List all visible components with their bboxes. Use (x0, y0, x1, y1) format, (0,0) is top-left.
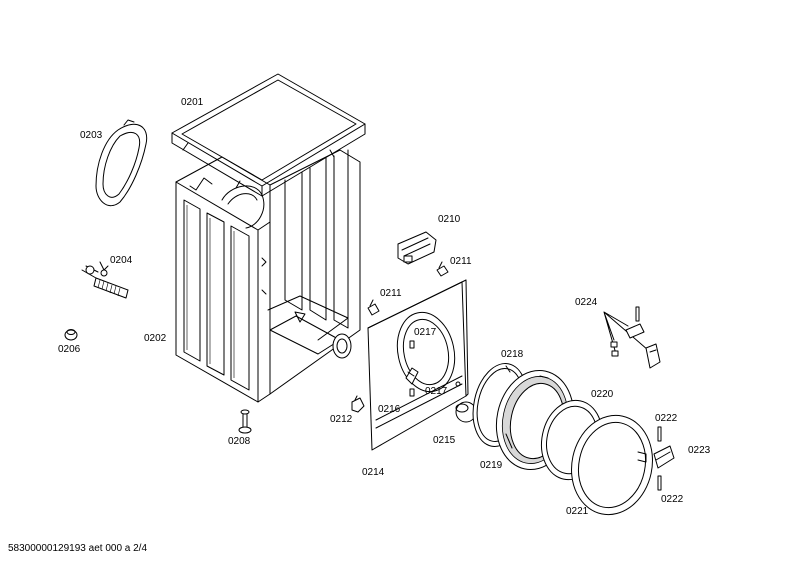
label-0222-upper: 0222 (655, 413, 678, 424)
part-0210-door-lock[interactable] (397, 231, 437, 265)
part-0212-hinge[interactable] (351, 395, 365, 413)
label-0204: 0204 (110, 255, 133, 266)
label-0208: 0208 (228, 436, 251, 447)
document-reference: 58300000129193 aet 000 a 2/4 (8, 543, 148, 554)
label-0220: 0220 (591, 389, 614, 400)
part-0221-outer-door-ring[interactable] (562, 408, 661, 522)
part-0202-cabinet[interactable] (175, 149, 361, 403)
part-0217-insert-upper[interactable] (409, 340, 415, 349)
part-0208-adjustable-foot[interactable] (238, 409, 252, 434)
label-0223: 0223 (688, 445, 711, 456)
part-0223-hinge[interactable] (653, 445, 675, 469)
label-0201: 0201 (181, 97, 204, 108)
label-0203: 0203 (80, 130, 103, 141)
part-0217-insert-lower[interactable] (409, 388, 415, 397)
label-0206: 0206 (58, 344, 81, 355)
label-0211-lower: 0211 (380, 288, 402, 299)
part-0216-latch[interactable] (405, 367, 419, 385)
part-0224-handle-kit[interactable] (603, 306, 661, 369)
part-0203-bellows[interactable] (95, 119, 148, 207)
label-0219: 0219 (480, 460, 503, 471)
label-0211-upper: 0211 (450, 256, 472, 267)
label-0217-upper: 0217 (414, 327, 437, 338)
part-0206-foot[interactable] (64, 329, 78, 341)
label-0210: 0210 (438, 214, 461, 225)
label-0222-lower: 0222 (661, 494, 684, 505)
label-0221: 0221 (566, 506, 589, 517)
part-0211-clip-upper[interactable] (436, 261, 449, 277)
label-0216: 0216 (378, 404, 401, 415)
label-0218: 0218 (501, 349, 524, 360)
part-0204-hose[interactable] (81, 261, 129, 299)
part-0222-pin-upper[interactable] (657, 426, 662, 442)
label-0202: 0202 (144, 333, 167, 344)
label-0215: 0215 (433, 435, 456, 446)
part-0201-top-cover[interactable] (171, 73, 366, 197)
label-0217-lower: 0217 (425, 386, 448, 397)
label-0212: 0212 (330, 414, 353, 425)
part-0211-clip-lower[interactable] (367, 299, 380, 316)
part-0214-front-panel[interactable] (367, 279, 469, 451)
part-0222-pin-lower[interactable] (657, 475, 662, 491)
label-0214: 0214 (362, 467, 385, 478)
label-0224: 0224 (575, 297, 598, 308)
